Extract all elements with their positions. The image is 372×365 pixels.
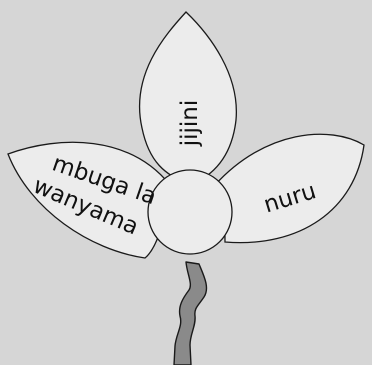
flower-center [148,170,232,254]
petal-top-label: jijini [177,100,203,148]
stem [174,262,207,365]
petal-top [140,12,237,185]
